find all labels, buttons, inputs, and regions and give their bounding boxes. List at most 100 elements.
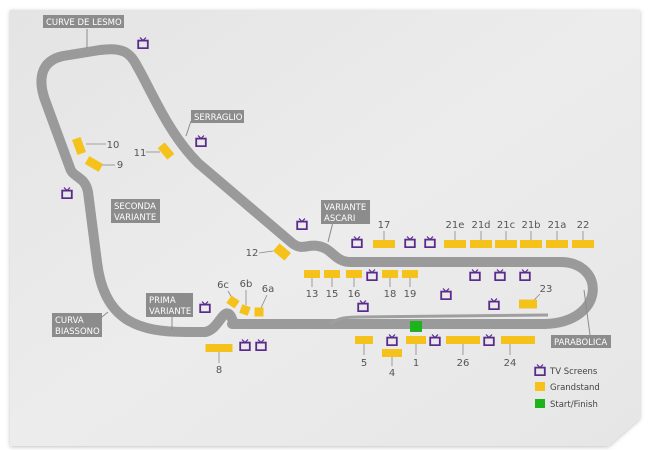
grandstand-block[interactable] [382,349,402,357]
grandstand-9[interactable]: 9 [84,156,123,172]
grandstand-4[interactable]: 4 [382,349,402,379]
start-finish-line [410,321,422,332]
track [36,44,598,337]
grandstand-block[interactable] [84,156,104,172]
grandstand-10[interactable]: 10 [72,136,119,156]
corner-label-box [111,199,160,223]
grandstand-label: 15 [326,289,339,300]
grandstand-label: 12 [246,248,259,259]
grandstand-block[interactable] [444,240,466,248]
grandstand-block[interactable] [226,295,240,309]
grandstand-label: 22 [577,220,590,231]
corner-label-box [52,313,102,337]
grandstand-8[interactable]: 8 [205,344,233,376]
grandstand-12[interactable]: 12 [246,243,291,261]
grandstand-label: 19 [404,289,417,300]
leader-line [533,293,541,301]
grandstand-21c[interactable]: 21c [495,220,517,248]
grandstand-21b[interactable]: 21b [520,220,542,248]
corner-label-text: BIASSONO [55,327,100,337]
grandstand-block[interactable] [446,336,480,344]
grandstand-block[interactable] [239,304,251,316]
grandstand-label: 18 [384,289,397,300]
grandstand-label: 21c [497,220,515,231]
grandstand-block[interactable] [382,270,398,278]
grandstand-block[interactable] [324,270,340,278]
grandstand-block[interactable] [501,336,535,344]
grandstand-22[interactable]: 22 [572,220,594,248]
grandstand-block[interactable] [572,240,594,248]
grandstand-21e[interactable]: 21e [444,220,466,248]
grandstand-block[interactable] [519,299,537,309]
grandstand-block[interactable] [254,307,264,317]
grandstand-label: 23 [540,284,553,295]
corner-label-text: VARIANTE [324,203,366,213]
grandstand-13[interactable]: 13 [304,270,320,300]
grandstand-block[interactable] [157,142,175,160]
corner-label-text: SERRAGLIO [194,113,243,123]
grandstand-block[interactable] [273,243,291,261]
grandstand-21a[interactable]: 21a [546,220,568,248]
grandstand-6c[interactable]: 6c [217,280,240,309]
grandstand-1[interactable]: 1 [406,336,426,369]
grandstand-23[interactable]: 23 [519,284,552,309]
grandstand-block[interactable] [402,270,418,278]
grandstand-block[interactable] [495,240,517,248]
grandstand-6a[interactable]: 6a [254,284,275,317]
grandstand-15[interactable]: 15 [324,270,340,300]
grandstand-16[interactable]: 16 [346,270,362,300]
grandstand-block[interactable] [72,136,86,156]
corner-label-text: VARIANTE [114,213,156,223]
legend: TV Screens Grandstand Start/Finish [534,364,600,410]
leader-line [101,311,109,318]
grandstand-26[interactable]: 26 [446,336,480,369]
grandstand-17[interactable]: 17 [373,220,395,248]
corner-label-text: PARABOLICA [554,338,607,348]
grandstand-block[interactable] [355,336,373,344]
grandstand-label: 13 [306,289,319,300]
corner-label-box [146,293,193,317]
grandstand-block[interactable] [520,240,542,248]
grandstand-block[interactable] [205,344,233,352]
leader-line [258,250,274,254]
corner-label-box [191,110,244,123]
legend-grandstand-swatch [535,382,545,391]
grandstand-19[interactable]: 19 [402,270,418,300]
grandstand-24[interactable]: 24 [501,336,535,369]
grandstand-label: 4 [389,368,395,379]
pit-lane [329,313,549,326]
grandstands: 21e 21d 21c 21b 21a 22 17 13 15 16 18 19 23 5 41 26 24 8 6… [72,136,594,379]
grandstand-5[interactable]: 5 [355,336,373,369]
grandstand-block[interactable] [406,336,426,344]
grandstand-21d[interactable]: 21d [470,220,492,248]
grandstand-6b[interactable]: 6b [239,279,252,316]
grandstand-label: 21e [446,220,465,231]
grandstand-block[interactable] [546,240,568,248]
grandstand-block[interactable] [470,240,492,248]
grandstand-18[interactable]: 18 [382,270,398,300]
grandstand-block[interactable] [373,240,395,248]
legend-grandstand-label: Grandstand [550,383,600,393]
leader-line [260,294,268,309]
grandstand-block[interactable] [304,270,320,278]
grandstand-label: 21b [521,220,540,231]
corner-label-text: SECONDA [114,202,156,212]
grandstand-label: 6b [240,279,253,290]
corner-label-serraglio: SERRAGLIO [185,110,244,137]
grandstand-label: 17 [378,220,391,231]
grandstand-label: 6a [262,284,275,295]
leader-line [583,289,591,336]
grandstand-label: 5 [361,358,367,369]
leader-line [327,221,334,243]
race-track [36,44,598,337]
grandstand-label: 24 [504,358,517,369]
corner-label-lesmo: CURVE DE LESMO [43,15,124,48]
legend-start-finish-label: Start/Finish [550,400,598,410]
grandstand-block[interactable] [346,270,362,278]
grandstand-11[interactable]: 11 [134,142,175,160]
